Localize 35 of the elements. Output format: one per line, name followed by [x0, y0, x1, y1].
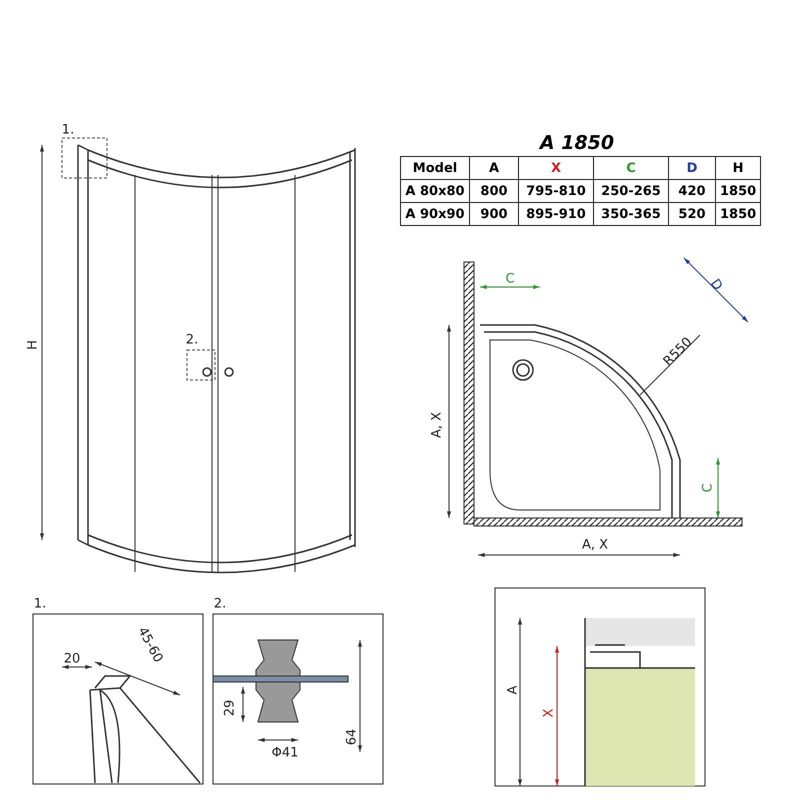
dimension-label: X	[542, 708, 556, 718]
header-cell: C	[594, 156, 668, 180]
header-cell: A	[470, 156, 518, 180]
table-cell: 1850	[716, 202, 761, 226]
dimension-label: C	[702, 483, 714, 493]
callout-number: 1.	[62, 124, 74, 136]
dimension-label: A	[506, 686, 520, 694]
table-cell: 520	[668, 202, 716, 226]
table-cell: 900	[470, 202, 518, 226]
table-cell: 250-265	[594, 180, 668, 202]
table-title: A 1850	[540, 132, 614, 154]
callout-number: 2.	[214, 598, 226, 610]
dimension-label: H	[26, 340, 40, 350]
table-cell: 795-810	[518, 180, 594, 202]
header-cell: D	[668, 156, 716, 180]
callout-number: 1.	[34, 598, 46, 610]
header-cell: Model	[400, 156, 470, 180]
table-cell: 420	[668, 180, 716, 202]
dimension-label: Φ41	[272, 746, 298, 760]
dimension-label: A, X	[582, 538, 608, 552]
dimension-label: 64	[346, 728, 358, 746]
header-cell: X	[518, 156, 594, 180]
dimension-label: A, X	[430, 412, 444, 438]
dimension-label: 29	[224, 700, 236, 716]
table-cell: 800	[470, 180, 518, 202]
table-cell: 1850	[716, 180, 761, 202]
dimension-label: 20	[64, 652, 80, 666]
table-cell: 350-365	[594, 202, 668, 226]
dimension-label: D	[708, 277, 724, 293]
table-cell: A 90x90	[400, 202, 470, 226]
table-cell: 895-910	[518, 202, 594, 226]
header-cell: H	[716, 156, 761, 180]
callout-number: 2.	[186, 334, 198, 346]
table-cell: A 80x80	[400, 180, 470, 202]
dimension-label: C	[505, 272, 515, 286]
